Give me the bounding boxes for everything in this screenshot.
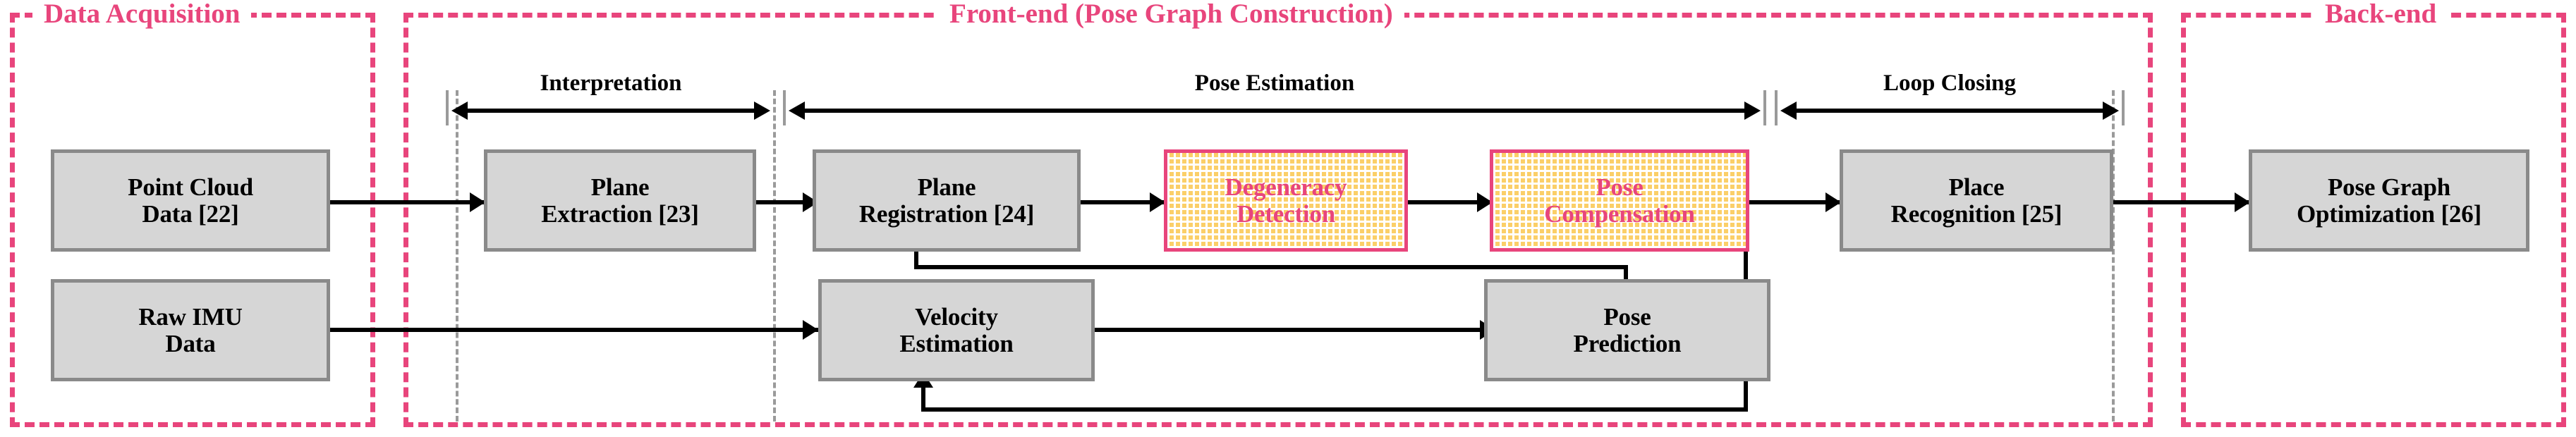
node-label-line2: Estimation xyxy=(899,329,1014,357)
node-label-line1: Degeneracy xyxy=(1225,173,1347,201)
node-label-line1: Pose xyxy=(1603,302,1651,331)
bracket-bar xyxy=(804,109,1745,113)
node-label-line2: Data xyxy=(165,329,216,357)
bracket-interpretation xyxy=(451,100,770,121)
phase-separator-left xyxy=(446,90,449,125)
node-label-line1: Raw IMU xyxy=(138,302,243,331)
region-title-front-end: Front-end (Pose Graph Construction) xyxy=(938,0,1404,27)
node-pose-prediction[interactable]: Pose Prediction xyxy=(1484,279,1770,381)
node-velocity-estimation[interactable]: Velocity Estimation xyxy=(818,279,1095,381)
phase-label-loop-closing: Loop Closing xyxy=(1883,70,2016,96)
edge-posecompensation-to-placerecognition xyxy=(1748,200,1841,204)
edge-arrow-icon xyxy=(2235,192,2250,212)
phase-separator-pose-right xyxy=(1763,90,1766,125)
node-label-line1: Pose Graph xyxy=(2328,173,2450,201)
bracket-arrow-left-icon xyxy=(789,101,805,120)
edge-arrow-icon xyxy=(1825,192,1841,212)
feedback-velocity-riser-v xyxy=(921,386,925,412)
edge-arrow-icon xyxy=(803,320,818,340)
edge-arrow-icon xyxy=(1477,192,1493,212)
node-pose-graph-optimization[interactable]: Pose Graph Optimization [26] xyxy=(2249,149,2529,252)
node-label-line2: Prediction xyxy=(1573,329,1682,357)
phase-label-pose-estimation: Pose Estimation xyxy=(1194,70,1355,96)
node-label-line2: Optimization [26] xyxy=(2297,199,2481,228)
edge-pointcloud-to-planeextraction xyxy=(330,200,485,204)
node-pose-compensation[interactable]: Pose Compensation xyxy=(1490,149,1749,252)
bracket-bar xyxy=(467,109,755,113)
feedback-poseprediction-to-planeregistration-h xyxy=(914,265,1628,269)
phase-separator-loop-left xyxy=(1775,90,1778,125)
node-point-cloud-data[interactable]: Point Cloud Data [22] xyxy=(51,149,330,252)
bracket-arrow-right-icon xyxy=(2103,101,2119,120)
node-label-line2: Registration [24] xyxy=(858,199,1035,228)
node-plane-registration[interactable]: Plane Registration [24] xyxy=(813,149,1081,252)
node-label-line1: Pose xyxy=(1596,173,1644,201)
node-label-line2: Extraction [23] xyxy=(541,199,699,228)
phase-separator-right xyxy=(2122,90,2125,125)
edge-degeneracy-to-posecompensation xyxy=(1407,200,1493,204)
node-label-line2: Compensation xyxy=(1544,199,1695,228)
bracket-bar xyxy=(1796,109,2103,113)
node-place-recognition[interactable]: Place Recognition [25] xyxy=(1840,149,2113,252)
phase-separator-interp-pose xyxy=(773,90,776,421)
node-label-line2: Data [22] xyxy=(142,199,239,228)
node-raw-imu-data[interactable]: Raw IMU Data xyxy=(51,279,330,381)
edge-rawimu-to-velocityestimation xyxy=(330,328,824,332)
node-plane-extraction[interactable]: Plane Extraction [23] xyxy=(484,149,756,252)
phase-separator-pose-left xyxy=(783,90,786,125)
edge-arrow-icon xyxy=(1150,192,1165,212)
node-label-line1: Velocity xyxy=(915,302,998,331)
bracket-pose-estimation xyxy=(789,100,1761,121)
region-title-back-end: Back-end xyxy=(2314,0,2448,27)
feedback-riser-planeregistration xyxy=(914,247,918,268)
feedback-posecompensation-bottom-h xyxy=(921,407,1748,412)
bracket-arrow-left-icon xyxy=(451,101,468,120)
edge-velocityestimation-to-poseprediction xyxy=(1093,328,1501,332)
bracket-arrow-right-icon xyxy=(1744,101,1761,120)
node-label-line1: Plane xyxy=(590,173,650,201)
node-label-line1: Point Cloud xyxy=(128,173,253,201)
node-label-line2: Recognition [25] xyxy=(1890,199,2062,228)
bracket-loop-closing xyxy=(1780,100,2119,121)
bracket-arrow-left-icon xyxy=(1780,101,1797,120)
bracket-arrow-right-icon xyxy=(754,101,770,120)
edge-arrow-icon xyxy=(470,192,485,212)
phase-separator-loop-right xyxy=(2112,90,2115,421)
node-label-line1: Place xyxy=(1948,173,2005,201)
node-label-line2: Detection xyxy=(1236,199,1336,228)
edge-planeextraction-to-planeregistration xyxy=(755,200,818,204)
region-title-data-acquisition: Data Acquisition xyxy=(32,0,252,27)
phase-label-interpretation: Interpretation xyxy=(540,70,682,96)
edge-placerecognition-to-posegraph xyxy=(2096,200,2250,204)
node-label-line1: Plane xyxy=(917,173,976,201)
node-degeneracy-detection[interactable]: Degeneracy Detection xyxy=(1164,149,1408,252)
phase-separator-acq xyxy=(456,90,458,421)
edge-planeregistration-to-degeneracy xyxy=(1079,200,1165,204)
